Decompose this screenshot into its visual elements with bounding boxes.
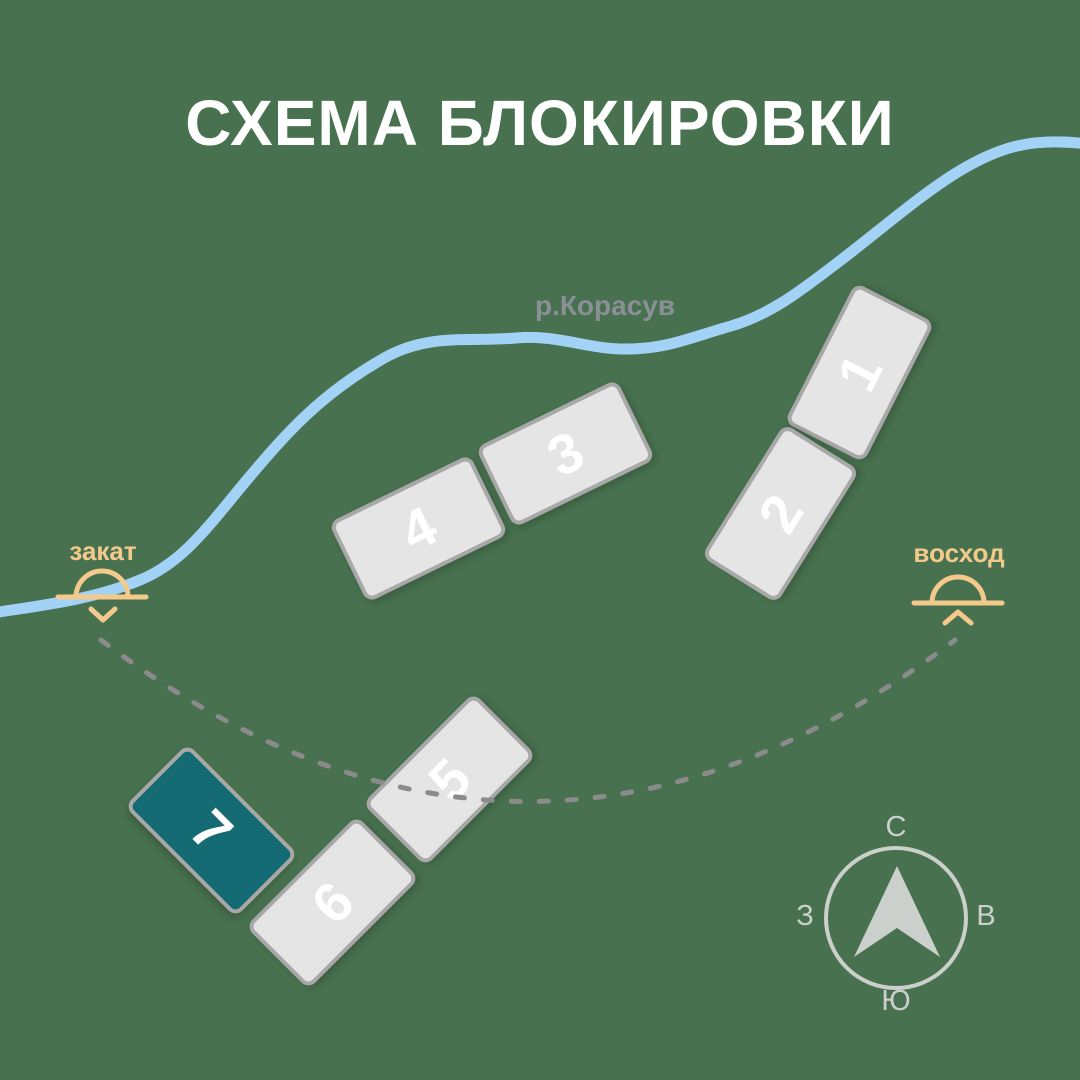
compass-south-label: Ю (881, 985, 911, 1017)
sun-path-dashed-arc (98, 637, 958, 804)
block-2: 2 (701, 423, 860, 604)
block-5: 5 (362, 692, 537, 867)
compass-rose (824, 846, 968, 990)
block-5-number: 5 (415, 745, 483, 813)
block-1-number: 1 (823, 344, 895, 401)
sunset-arc (73, 568, 131, 600)
sunset-label: закат (69, 536, 137, 566)
block-4-number: 4 (390, 492, 447, 564)
sunrise-icon (911, 574, 1005, 626)
compass-west-label: З (796, 900, 814, 932)
block-6-number: 6 (298, 868, 366, 936)
compass-north-arrow-icon (854, 866, 940, 957)
sunset-down-chevron (88, 606, 118, 623)
compass-circle (824, 846, 968, 990)
block-2-number: 2 (745, 483, 816, 544)
block-7-number: 7 (178, 796, 246, 864)
sunrise-label: восход (913, 538, 1005, 568)
river-name-label: р.Корасув (534, 290, 676, 321)
block-7-highlighted: 7 (124, 743, 299, 918)
block-4: 4 (328, 454, 509, 603)
block-3-number: 3 (537, 417, 594, 489)
sunrise-arc (929, 574, 987, 606)
page-title: СХЕМА БЛОКИРОВКИ (185, 87, 895, 159)
sunset-icon (55, 568, 149, 623)
sunrise-up-chevron (942, 609, 974, 626)
compass-east-label: В (976, 900, 996, 932)
block-1: 1 (784, 282, 935, 463)
compass-north-label: С (885, 811, 907, 843)
block-3: 3 (475, 379, 656, 528)
